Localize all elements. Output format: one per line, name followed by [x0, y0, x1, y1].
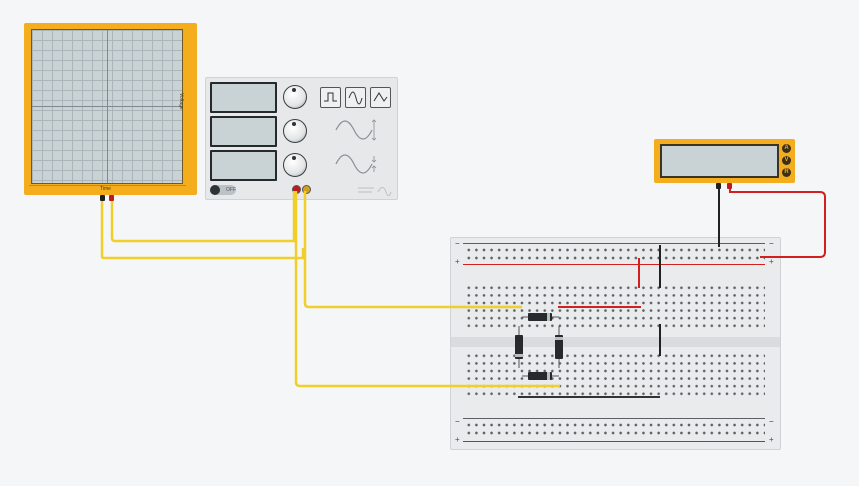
power-toggle[interactable]: OFF — [210, 185, 236, 195]
offset-knob[interactable] — [283, 153, 307, 177]
rail-plus-sign: + — [769, 435, 774, 444]
amplitude-diagram-icon — [335, 119, 377, 141]
rail-plus-sign: + — [769, 257, 774, 266]
diode-d1[interactable] — [522, 313, 559, 321]
multimeter-ammeter-button[interactable]: A — [782, 144, 791, 153]
power-toggle-label: OFF — [226, 187, 236, 193]
diode-d4[interactable] — [555, 326, 563, 368]
top-negative-rail-line — [463, 243, 765, 244]
diode-d2[interactable] — [522, 372, 559, 380]
multimeter[interactable]: A V R — [654, 139, 795, 183]
offset-diagram-icon — [335, 154, 377, 174]
breadboard-center-channel — [451, 337, 780, 347]
oscilloscope-negative-terminal[interactable] — [100, 195, 105, 201]
multimeter-common-terminal[interactable] — [716, 183, 721, 189]
frequency-knob[interactable] — [283, 85, 307, 109]
sine-wave-icon — [348, 91, 363, 105]
amplitude-knob[interactable] — [283, 119, 307, 143]
bottom-negative-rail-line — [463, 418, 765, 419]
bottom-negative-rail-holes[interactable] — [465, 421, 765, 429]
rail-plus-sign: + — [455, 257, 460, 266]
oscilloscope-positive-terminal[interactable] — [109, 195, 114, 201]
triangle-wave-button[interactable] — [370, 87, 391, 108]
wire-generator-common[interactable] — [303, 191, 522, 309]
oscilloscope-screen — [31, 29, 183, 184]
diode-d3[interactable] — [515, 326, 523, 368]
multimeter-ohmmeter-button[interactable]: R — [782, 168, 791, 177]
wire-oscilloscope-ground[interactable] — [100, 201, 305, 260]
wire-oscilloscope-probe[interactable] — [110, 191, 296, 243]
offset-display — [210, 150, 277, 181]
frequency-display — [210, 82, 277, 113]
lower-terminal-strip[interactable] — [465, 352, 765, 396]
rail-plus-sign: + — [455, 435, 460, 444]
multimeter-positive-terminal[interactable] — [727, 183, 732, 189]
rail-minus-sign: − — [769, 417, 774, 426]
rail-minus-sign: − — [455, 417, 460, 426]
multimeter-display — [660, 144, 779, 178]
oscilloscope[interactable]: Voltage Time — [24, 23, 197, 195]
sine-wave-button[interactable] — [345, 87, 366, 108]
amplitude-display — [210, 116, 277, 147]
rail-minus-sign: − — [455, 239, 460, 248]
bottom-positive-rail-holes[interactable] — [465, 429, 765, 437]
top-positive-rail-holes[interactable] — [465, 254, 765, 262]
wire-generator-output[interactable] — [294, 191, 560, 388]
wire-multimeter-positive[interactable] — [729, 189, 826, 258]
square-wave-button[interactable] — [320, 87, 341, 108]
square-wave-icon — [324, 92, 337, 102]
oscilloscope-time-label: Time — [100, 186, 111, 192]
generator-logo-icon — [358, 187, 392, 196]
function-generator-common-terminal[interactable] — [302, 185, 311, 194]
breadboard[interactable]: − + − + − + − + — [450, 237, 781, 450]
triangle-wave-icon — [373, 92, 388, 102]
function-generator[interactable]: OFF — [205, 77, 398, 200]
top-negative-rail-holes[interactable] — [465, 246, 765, 254]
bottom-positive-rail-line — [463, 441, 765, 442]
rail-minus-sign: − — [769, 239, 774, 248]
multimeter-voltmeter-button[interactable]: V — [782, 156, 791, 165]
top-positive-rail-line — [463, 264, 765, 265]
oscilloscope-divider — [29, 185, 186, 186]
oscilloscope-vertical-axis — [107, 30, 108, 183]
